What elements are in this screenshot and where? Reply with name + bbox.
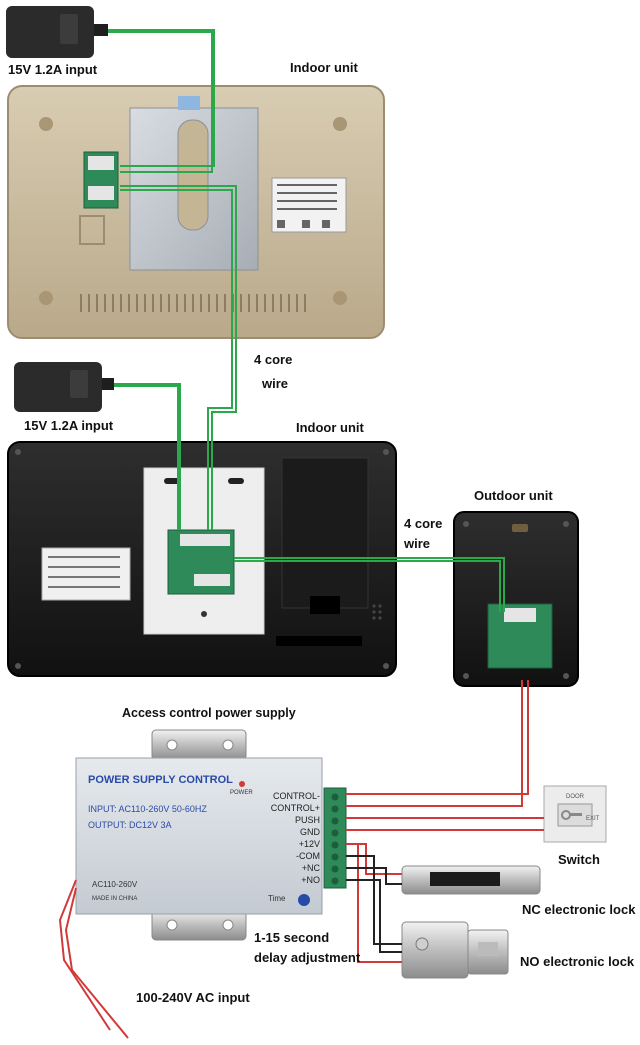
no-electronic-lock	[401, 921, 509, 979]
no-lock-label: NO electronic lock	[520, 954, 635, 969]
wires-green	[108, 29, 505, 612]
wire-1-label-line1: 4 core	[254, 352, 293, 367]
wires-red	[58, 680, 544, 1039]
wires-black	[346, 855, 402, 953]
psu-title-label: Access control power supply	[122, 706, 296, 720]
exit-switch	[543, 785, 607, 843]
wire-2-label-line1: 4 core	[404, 516, 443, 531]
adapter-1-label: 15V 1.2A input	[8, 62, 98, 77]
terminal-label: CONTROL+	[270, 803, 320, 813]
delay-label-line2: delay adjustment	[254, 950, 361, 965]
indoor-unit-1-label: Indoor unit	[290, 60, 358, 75]
psu-input-spec: INPUT: AC110-260V 50-60HZ	[88, 804, 207, 814]
psu-header: POWER SUPPLY CONTROL	[88, 774, 233, 786]
terminal-label: GND	[300, 827, 320, 837]
switch-door-text: DOOR	[566, 794, 584, 800]
nc-electronic-lock	[401, 865, 541, 895]
delay-label-line1: 1-15 second	[254, 930, 330, 945]
psu-made-in: MADE IN CHINA	[92, 896, 138, 902]
indoor-unit-1	[7, 85, 385, 339]
wire-1-label-line2: wire	[262, 376, 289, 391]
indoor-unit-2-label: Indoor unit	[296, 420, 364, 435]
terminal-label: +NO	[301, 875, 320, 885]
switch-exit-text: EXIT	[586, 816, 600, 822]
wire-2-label-line2: wire	[404, 536, 431, 551]
psu-ac-range: AC110-260V	[92, 880, 138, 889]
nc-lock-label: NC electronic lock	[522, 902, 636, 917]
indoor-unit-2	[7, 441, 397, 677]
terminal-label: +12V	[298, 839, 320, 849]
switch-label: Switch	[558, 852, 600, 867]
terminal-label: -COM	[296, 851, 320, 861]
outdoor-unit-label: Outdoor unit	[474, 488, 553, 503]
power-adapter-2	[14, 362, 114, 412]
terminal-label: CONTROL-	[273, 791, 320, 801]
psu-output-spec: OUTPUT: DC12V 3A	[88, 820, 172, 830]
ac-input-label: 100-240V AC input	[136, 990, 250, 1005]
adapter-2-label: 15V 1.2A input	[24, 418, 114, 433]
terminal-label: +NC	[301, 863, 320, 873]
psu-power-led-label: POWER	[230, 790, 253, 796]
access-control-power-supply	[75, 729, 347, 941]
outdoor-unit	[453, 511, 579, 687]
power-adapter-1	[6, 6, 108, 58]
psu-time-label: Time	[268, 894, 286, 903]
terminal-label: PUSH	[294, 815, 320, 825]
